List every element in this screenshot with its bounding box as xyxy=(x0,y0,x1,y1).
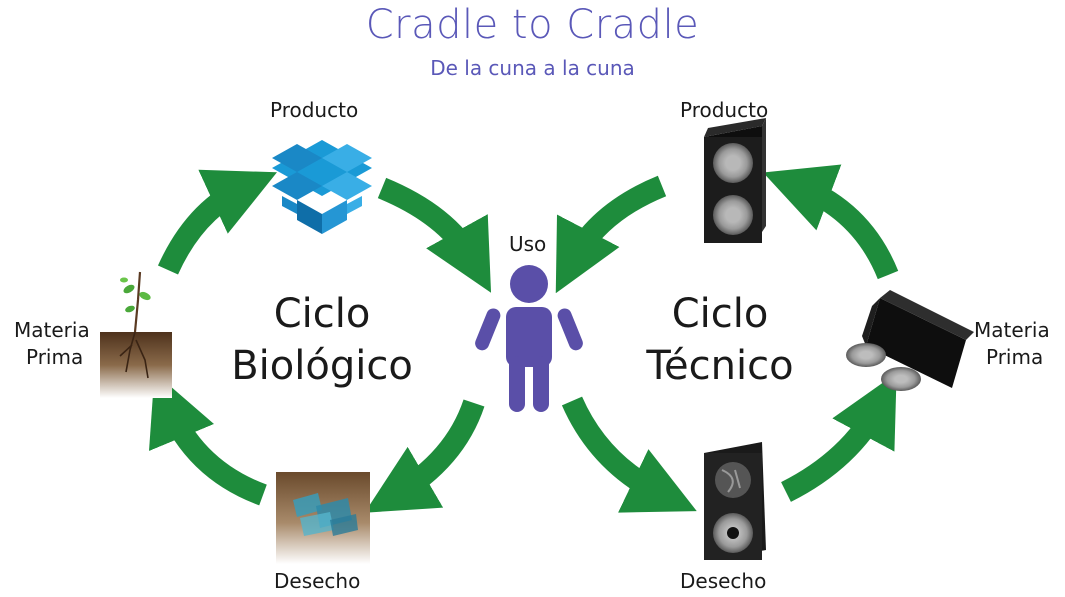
arrow-icon xyxy=(780,372,897,502)
bio-product-label: Producto xyxy=(270,98,359,122)
tech-waste-label: Desecho xyxy=(680,569,767,593)
speaker-icon xyxy=(704,118,766,243)
page-subtitle: De la cuna a la cuna xyxy=(430,56,635,80)
bio-raw-material-line2: Prima xyxy=(26,345,84,369)
arrow-icon xyxy=(555,175,667,294)
bio-raw-material-line1: Materia xyxy=(14,318,90,342)
tech-arrows xyxy=(555,164,899,513)
arrow-icon xyxy=(157,169,277,275)
page-title: Cradle to Cradle xyxy=(365,2,700,48)
compost-icon xyxy=(276,472,370,564)
broken-speaker-icon xyxy=(704,442,766,560)
bio-cycle-title-line2: Biológico xyxy=(231,343,413,389)
arrow-icon xyxy=(377,177,492,293)
arrow-icon xyxy=(763,164,899,280)
use-label: Uso xyxy=(509,232,547,256)
tech-raw-material-line2: Prima xyxy=(986,345,1044,369)
arrow-icon xyxy=(149,372,267,506)
person-icon xyxy=(475,265,583,412)
tech-raw-material-line1: Materia xyxy=(974,318,1050,342)
tech-cycle-title-line1: Ciclo xyxy=(671,291,769,337)
bio-waste-label: Desecho xyxy=(274,569,361,593)
bio-arrows xyxy=(149,169,492,513)
arrow-icon xyxy=(364,399,485,513)
speaker-parts-icon xyxy=(846,290,974,391)
plant-icon xyxy=(100,271,172,398)
bio-cycle-title-line1: Ciclo xyxy=(273,291,371,337)
tech-product-label: Producto xyxy=(680,98,769,122)
tech-cycle-title-line2: Técnico xyxy=(646,343,794,389)
box-icon xyxy=(272,140,372,234)
arrow-icon xyxy=(561,396,697,513)
